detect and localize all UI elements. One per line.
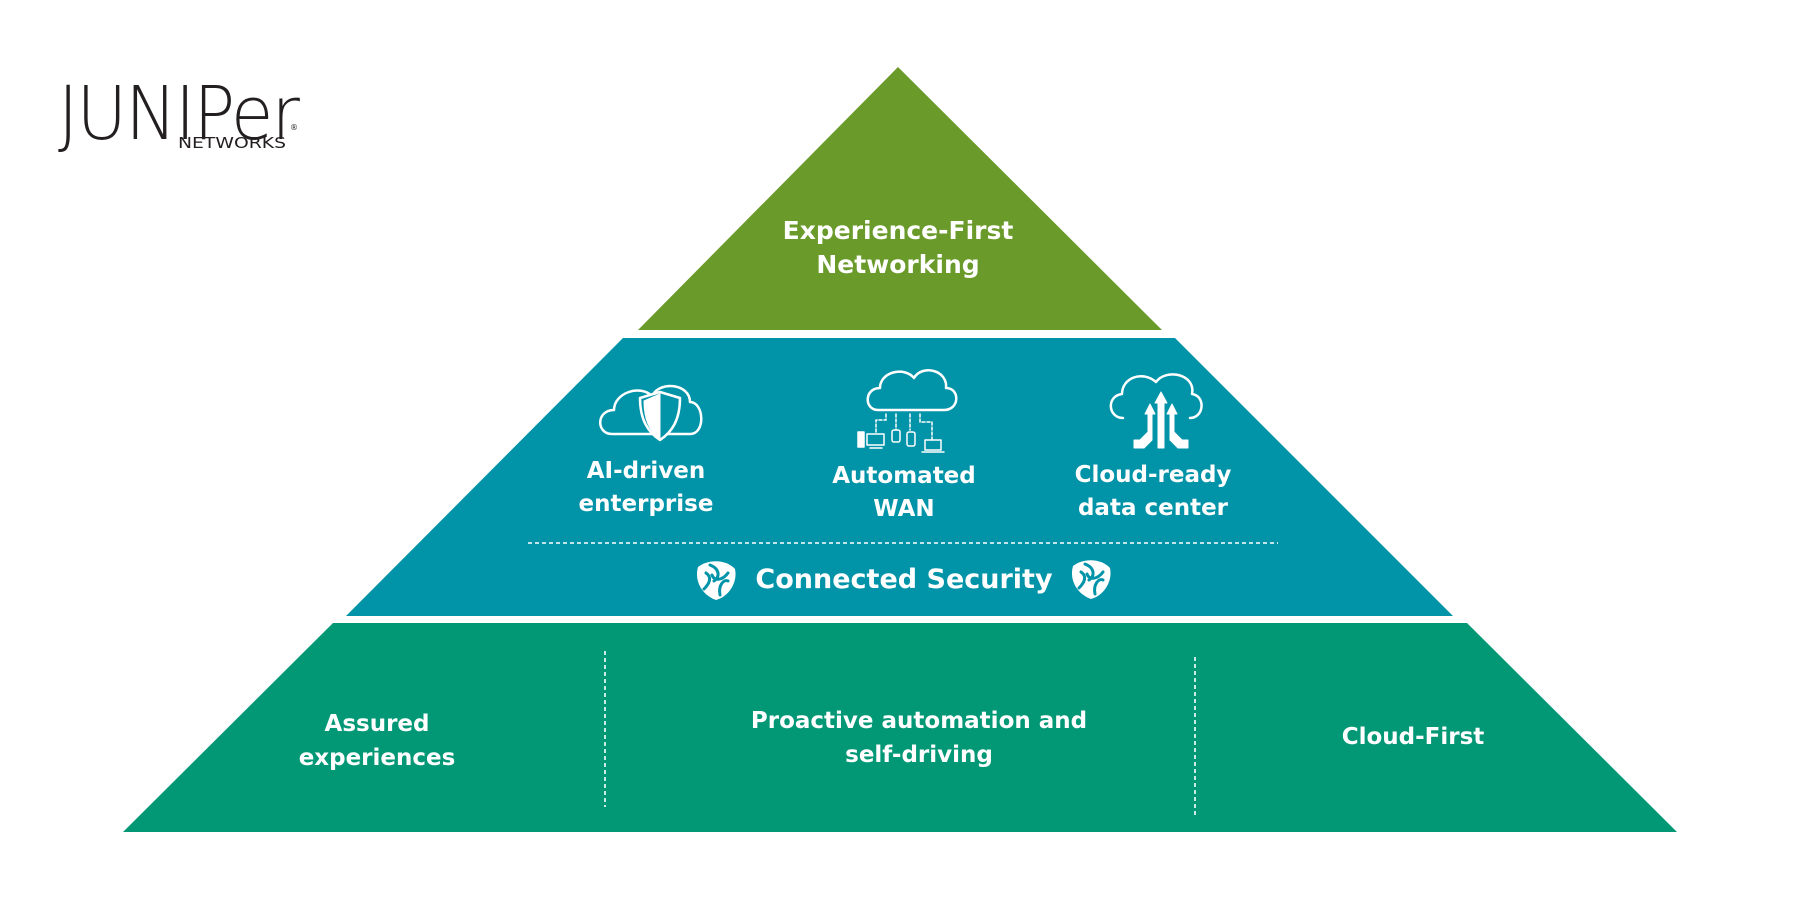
cloud-upload-arrows-icon xyxy=(1109,373,1203,449)
top-tier-label-line-1: Experience-First xyxy=(783,216,1014,245)
logo-subtitle: NETWORKS xyxy=(178,134,286,152)
middle-item-label-2-line-1: Automated xyxy=(832,463,976,489)
pyramid-middle-tier: AI-driven enterprise Automated WAN Cloud… xyxy=(346,338,1453,616)
connected-security-label: Connected Security xyxy=(755,564,1053,595)
bottom-tier-shape xyxy=(123,623,1677,832)
bottom-item-label-2-line-1: Proactive automation and xyxy=(751,708,1087,734)
middle-item-label-3-line-2: data center xyxy=(1078,495,1229,521)
middle-tier-shape xyxy=(346,338,1453,616)
logo-wordmark: JUNIPer xyxy=(58,71,300,157)
middle-item-label-1-line-2: enterprise xyxy=(579,491,714,517)
bottom-item-label-1-line-2: experiences xyxy=(299,745,456,771)
logo-registered-mark: ® xyxy=(290,123,298,132)
bottom-item-label-3: Cloud-First xyxy=(1342,724,1485,750)
middle-item-label-3-line-1: Cloud-ready xyxy=(1075,462,1232,488)
bottom-item-label-1-line-1: Assured xyxy=(325,711,430,737)
top-tier-shape xyxy=(638,67,1162,330)
cloud-shield-icon xyxy=(599,384,703,442)
juniper-logo: JUNIPer NETWORKS ® xyxy=(58,71,302,157)
pyramid-bottom-tier: Assured experiences Proactive automation… xyxy=(123,623,1677,832)
pyramid-top-tier: Experience-First Networking xyxy=(638,67,1162,330)
bottom-item-label-2-line-2: self-driving xyxy=(845,742,993,768)
security-shield-swirl-icon xyxy=(696,561,736,600)
security-shield-swirl-icon xyxy=(1071,560,1111,599)
middle-item-label-1-line-1: AI-driven xyxy=(587,458,706,484)
middle-item-label-2-line-2: WAN xyxy=(873,496,934,522)
top-tier-label-line-2: Networking xyxy=(816,250,979,279)
cloud-network-devices-icon xyxy=(857,369,958,453)
